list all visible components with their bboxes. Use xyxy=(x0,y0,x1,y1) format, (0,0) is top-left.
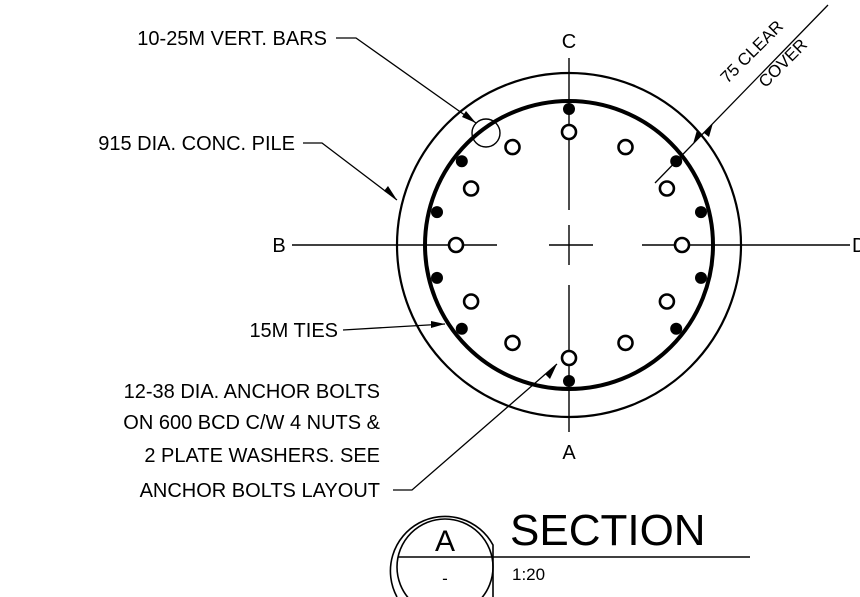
arrow-vert-bars xyxy=(462,111,476,123)
anchor-bolt xyxy=(560,123,578,141)
arrow-cover-inner xyxy=(693,130,702,144)
vertical-bar xyxy=(695,206,707,219)
leaders xyxy=(303,4,829,491)
vertical-bar xyxy=(431,206,443,219)
vertical-bar xyxy=(455,155,468,168)
vertical-bar xyxy=(563,375,575,387)
section-scale: 1:20 xyxy=(512,565,545,584)
label-anchor-bolts-2: ON 600 BCD C/W 4 NUTS & xyxy=(123,412,380,434)
leader-vert-bars xyxy=(336,37,477,124)
anchor-bolt xyxy=(462,293,480,310)
vertical-bar xyxy=(455,322,468,335)
title-block: A - SECTION 1:20 xyxy=(389,506,750,597)
arrow-pile xyxy=(384,186,397,200)
label-pile: 915 DIA. CONC. PILE xyxy=(98,133,295,155)
label-cover-group: 75 CLEAR COVER xyxy=(717,17,811,92)
section-bubble-sheet: - xyxy=(442,569,448,588)
anchor-bolt xyxy=(673,236,691,254)
leader-clear-cover xyxy=(654,4,829,184)
arrow-cover-outer xyxy=(704,123,713,137)
anchor-bolt xyxy=(447,236,465,254)
axis-label-top: C xyxy=(562,31,576,53)
label-anchor-bolts-3: 2 PLATE WASHERS. SEE xyxy=(144,445,380,467)
section-bubble-letter: A xyxy=(435,525,455,558)
vertical-bar xyxy=(563,103,575,115)
anchor-bolt xyxy=(617,138,634,156)
bar-callout-circle xyxy=(471,118,501,148)
axis-label-bottom: A xyxy=(562,442,576,464)
anchor-bolt xyxy=(658,293,676,310)
vertical-bar xyxy=(431,271,443,284)
anchor-bolts-group xyxy=(447,123,691,367)
anchor-bolt xyxy=(504,138,521,156)
label-vert-bars: 10-25M VERT. BARS xyxy=(137,28,327,50)
label-anchor-bolts-1: 12-38 DIA. ANCHOR BOLTS xyxy=(124,381,380,403)
axis-label-right: D xyxy=(852,235,860,257)
vertical-bar xyxy=(695,271,707,284)
leader-ties xyxy=(342,323,446,331)
arrow-anchor-bolts xyxy=(545,364,557,379)
anchor-bolt xyxy=(504,334,521,352)
vertical-bar xyxy=(670,322,683,335)
anchor-bolt xyxy=(462,180,480,197)
anchor-bolt xyxy=(560,349,578,367)
leader-pile xyxy=(303,142,398,201)
section-bubble xyxy=(389,515,494,597)
arrow-ties xyxy=(431,321,445,328)
anchor-bolt xyxy=(658,180,676,197)
axis-label-left: B xyxy=(272,235,285,257)
arrowheads xyxy=(384,111,713,379)
label-ties: 15M TIES xyxy=(249,320,338,342)
anchor-bolt xyxy=(617,334,634,352)
section-bubble-outline xyxy=(396,518,494,597)
label-anchor-bolts-4: ANCHOR BOLTS LAYOUT xyxy=(140,480,380,502)
section-title: SECTION xyxy=(510,506,706,555)
leader-anchor-bolts xyxy=(393,363,558,491)
